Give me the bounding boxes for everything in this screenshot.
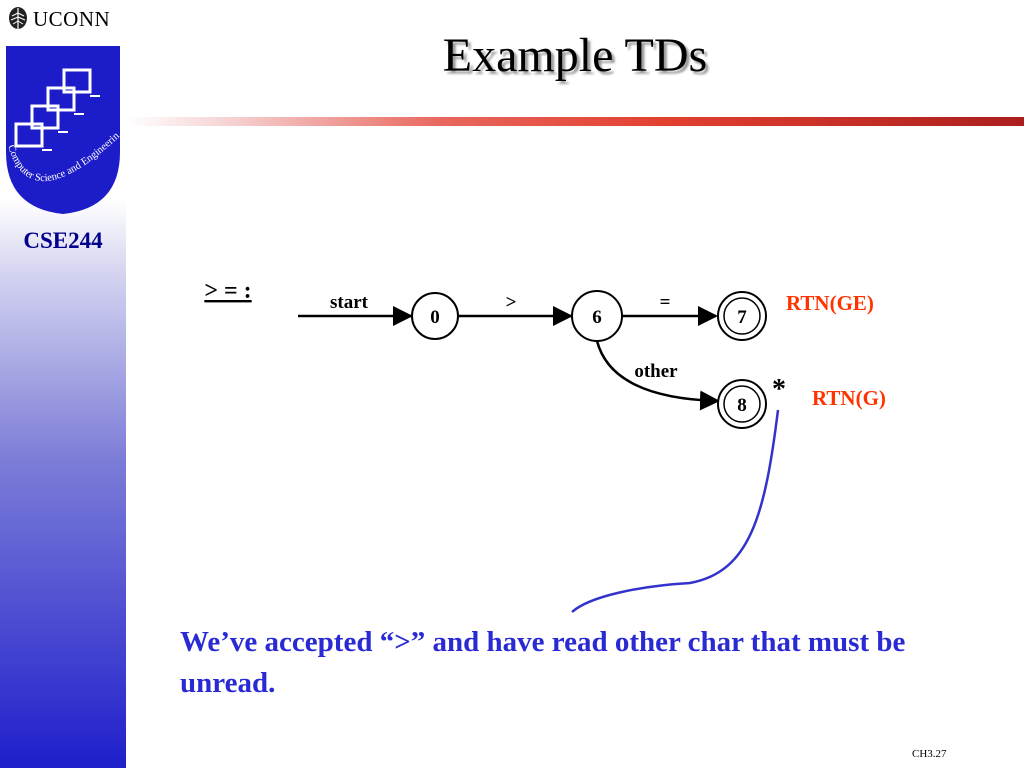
state-7-accepting: 7 xyxy=(717,291,767,341)
slide-number: CH3.27 xyxy=(912,748,947,760)
edge-label-gt: > xyxy=(506,292,517,313)
oak-leaf-icon xyxy=(9,7,27,30)
pattern-label: > = : xyxy=(204,278,251,304)
callout-connector xyxy=(571,409,780,613)
retract-asterisk: * xyxy=(772,374,786,405)
cse-seal-logo: Computer Science and Engineering xyxy=(0,42,122,214)
edge-label-other: other xyxy=(634,361,678,382)
edge-6-to-8 xyxy=(595,340,720,411)
start-edge-label: start xyxy=(330,292,369,313)
state-6-label: 6 xyxy=(592,307,602,328)
explanation-note: We’ve accepted “>” and have read other c… xyxy=(180,626,906,699)
state-6: 6 xyxy=(571,290,623,342)
state-0-label: 0 xyxy=(430,307,440,328)
title-rule xyxy=(126,117,1024,126)
state-8-accepting: 8 xyxy=(717,379,767,429)
uconn-logo-text: UCONN xyxy=(33,6,111,31)
uconn-logo: UCONN xyxy=(6,6,110,32)
action-rtn-ge: RTN(GE) xyxy=(786,291,874,315)
edge-label-eq: = xyxy=(660,292,671,313)
course-code: CSE244 xyxy=(23,228,103,253)
state-8-label: 8 xyxy=(737,395,747,416)
state-0: 0 xyxy=(411,292,459,340)
slide-title: Example TDs xyxy=(442,29,708,82)
action-rtn-g: RTN(G) xyxy=(812,386,886,410)
state-7-label: 7 xyxy=(737,307,747,328)
